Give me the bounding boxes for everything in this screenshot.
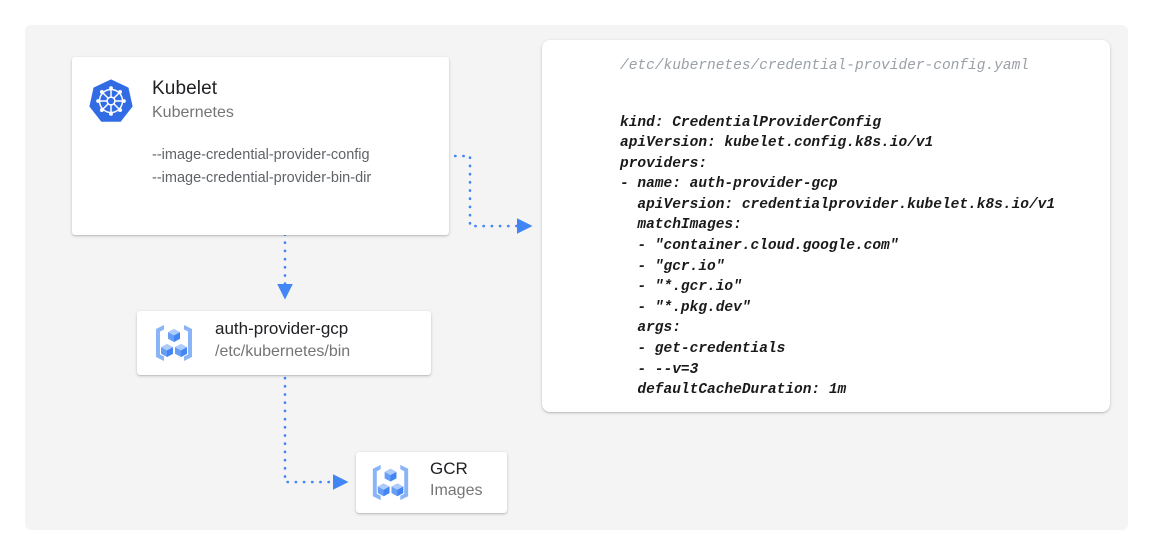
binary-package-icon	[372, 464, 409, 501]
kubernetes-logo-icon	[89, 79, 133, 122]
kubelet-subtitle: Kubernetes	[152, 104, 234, 121]
gcr-subtitle: Images	[430, 482, 483, 499]
auth-provider-subtitle: /etc/kubernetes/bin	[215, 343, 351, 360]
kubelet-flag-config: --image-credential-provider-config	[152, 147, 370, 163]
yaml-content: kind: CredentialProviderConfig apiVersio…	[620, 114, 1056, 399]
kubelet-node-card[interactable]: Kubelet Kubernetes --image-credential-pr…	[72, 57, 449, 235]
gcr-title: GCR	[430, 459, 468, 478]
yaml-file-path: /etc/kubernetes/credential-provider-conf…	[620, 58, 1029, 74]
kubelet-flag-bin-dir: --image-credential-provider-bin-dir	[152, 170, 372, 186]
kubelet-title: Kubelet	[152, 78, 218, 99]
auth-provider-gcp-node-card[interactable]: auth-provider-gcp /etc/kubernetes/bin	[137, 311, 431, 375]
binary-package-icon	[156, 325, 192, 361]
gcr-node-card[interactable]: GCR Images	[356, 452, 507, 513]
credential-provider-config-card[interactable]: /etc/kubernetes/credential-provider-conf…	[542, 40, 1110, 412]
auth-provider-title: auth-provider-gcp	[215, 319, 349, 338]
